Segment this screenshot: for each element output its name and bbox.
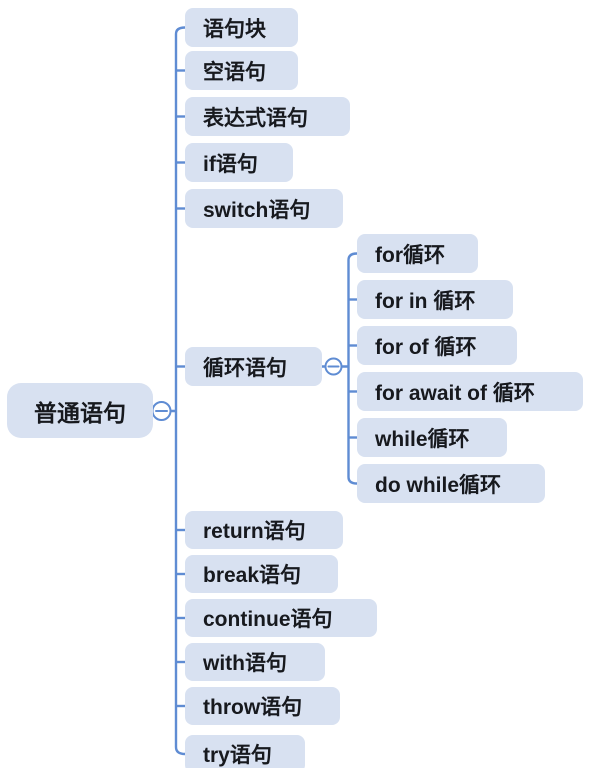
connector-trunk-main — [174, 26, 186, 756]
node-block-statement[interactable]: 语句块 — [185, 8, 298, 47]
connector-trunk-loop — [347, 252, 358, 485]
node-expression-statement[interactable]: 表达式语句 — [185, 97, 350, 136]
node-empty-statement[interactable]: 空语句 — [185, 51, 298, 90]
node-while-loop[interactable]: while循环 — [357, 418, 507, 457]
collapse-icon-loop[interactable] — [324, 357, 343, 376]
node-switch-statement[interactable]: switch语句 — [185, 189, 343, 228]
node-try-statement[interactable]: try语句 — [185, 735, 305, 768]
node-do-while-loop[interactable]: do while循环 — [357, 464, 545, 503]
node-for-of-loop[interactable]: for of 循环 — [357, 326, 517, 365]
node-for-loop[interactable]: for循环 — [357, 234, 478, 273]
node-throw-statement[interactable]: throw语句 — [185, 687, 340, 725]
node-with-statement[interactable]: with语句 — [185, 643, 325, 681]
node-continue-statement[interactable]: continue语句 — [185, 599, 377, 637]
node-loop-statements[interactable]: 循环语句 — [185, 347, 322, 386]
node-break-statement[interactable]: break语句 — [185, 555, 338, 593]
node-for-in-loop[interactable]: for in 循环 — [357, 280, 513, 319]
collapse-icon-root[interactable] — [151, 401, 172, 421]
node-for-await-of-loop[interactable]: for await of 循环 — [357, 372, 583, 411]
node-if-statement[interactable]: if语句 — [185, 143, 293, 182]
node-return-statement[interactable]: return语句 — [185, 511, 343, 549]
mindmap-node-root[interactable]: 普通语句 — [7, 383, 153, 438]
